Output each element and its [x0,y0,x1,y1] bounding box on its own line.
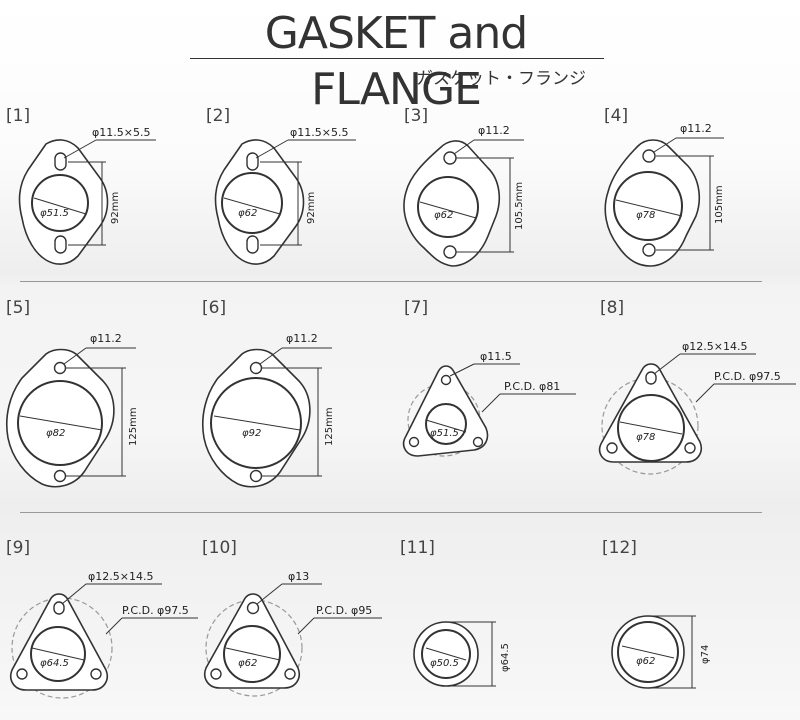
item-number: [3] [404,106,429,126]
gasket-item-10[interactable]: [10] φ13 P.C.D. φ95 φ62 [202,538,402,718]
gasket-drawing: φ11.2 φ78 105mm [604,122,725,267]
pcd-label: P.C.D. φ81 [504,380,560,393]
bore-label: φ82 [46,428,65,439]
gasket-drawing: φ11.5×5.5 φ62 92mm [214,126,356,265]
hole-size-label: φ11.2 [680,122,712,135]
dimension-label: 125mm [324,407,335,446]
gasket-item-2[interactable]: [2] φ11.5×5.5 φ62 92mm [206,106,406,286]
gasket-item-5[interactable]: [5] φ11.2 φ82 125mm [5,298,206,488]
gasket-item-6[interactable]: [6] φ11.2 φ92 125mm [201,298,402,488]
item-number: [7] [404,298,429,318]
hole-size-label: φ11.2 [90,332,122,345]
dimension-label: 92mm [306,192,317,224]
pcd-label: P.C.D. φ97.5 [122,604,189,617]
hole-size-label: φ11.5×5.5 [92,126,150,139]
row-divider-1 [20,281,762,282]
gasket-drawing: φ11.2 φ82 125mm [5,332,139,488]
gasket-item-4[interactable]: [4] φ11.2 φ78 105mm [604,106,800,286]
bore-label: φ78 [636,210,655,221]
dimension-label: 125mm [128,407,139,446]
gasket-item-12[interactable]: [12] φ62 φ74 [602,538,800,718]
gasket-item-1[interactable]: [1] φ11.5×5.5 φ51.5 92mm [6,106,206,286]
bore-label: φ62 [238,208,257,219]
gasket-item-3[interactable]: [3] φ11.2 φ62 105.5mm [403,106,604,286]
bore-label: φ50.5 [430,658,459,669]
item-number: [6] [202,298,227,318]
gasket-drawing: φ11.2 φ92 125mm [201,332,335,488]
hole-size-label: φ11.2 [286,332,318,345]
hole-size-label: φ13 [288,570,309,583]
title-underline [190,58,604,59]
gasket-item-8[interactable]: [8] φ12.5×14.5 P.C.D. φ97.5 φ78 [598,298,800,478]
item-number: [8] [600,298,625,318]
pcd-label: P.C.D. φ95 [316,604,372,617]
gasket-item-9[interactable]: [9] φ12.5×14.5 P.C.D. φ97.5 φ64.5 [6,538,206,718]
item-number: [9] [6,538,31,558]
gasket-drawing: φ12.5×14.5 P.C.D. φ97.5 φ64.5 [10,570,198,699]
item-number: [1] [6,106,31,126]
bore-label: φ64.5 [40,658,69,669]
item-number: [10] [202,538,237,558]
hole-size-label: φ11.5 [480,350,512,363]
item-number: [11] [400,538,435,558]
gasket-drawing: φ50.5 φ64.5 [413,621,511,687]
page-subtitle: ガスケット・フランジ [416,69,586,89]
dimension-label: 92mm [110,192,121,224]
hole-size-label: φ11.5×5.5 [290,126,348,139]
dimension-label: 105.5mm [514,182,525,230]
gasket-drawing: φ13 P.C.D. φ95 φ62 [204,570,382,697]
item-number: [2] [206,106,231,126]
dimension-label: φ64.5 [500,643,511,672]
hole-size-label: φ11.2 [478,124,510,137]
gasket-drawing: φ12.5×14.5 P.C.D. φ97.5 φ78 [598,340,796,475]
gasket-drawing: φ62 φ74 [611,615,711,689]
row-divider-2 [20,512,762,513]
bore-label: φ62 [238,658,257,669]
gasket-drawing: φ11.5 P.C.D. φ81 φ51.5 [402,350,576,457]
bore-label: φ78 [636,432,655,443]
bore-label: φ62 [636,656,655,667]
page-title: GASKET and FLANGE [264,8,528,115]
gasket-item-11[interactable]: [11] φ50.5 φ64.5 [400,538,600,718]
bore-label: φ62 [434,210,453,221]
dimension-label: φ74 [700,645,711,664]
bore-label: φ92 [242,428,261,439]
item-number: [5] [6,298,31,318]
dimension-label: 105mm [714,185,725,224]
gasket-drawing: φ11.2 φ62 105.5mm [403,124,525,267]
pcd-label: P.C.D. φ97.5 [714,370,781,383]
item-number: [12] [602,538,637,558]
gasket-item-7[interactable]: [7] φ11.5 P.C.D. φ81 φ51.5 [402,298,604,478]
bore-label: φ51.5 [430,428,459,439]
hole-size-label: φ12.5×14.5 [682,340,747,353]
gasket-drawing: φ11.5×5.5 φ51.5 92mm [18,126,156,265]
item-number: [4] [604,106,629,126]
bore-label: φ51.5 [40,208,69,219]
hole-size-label: φ12.5×14.5 [88,570,153,583]
